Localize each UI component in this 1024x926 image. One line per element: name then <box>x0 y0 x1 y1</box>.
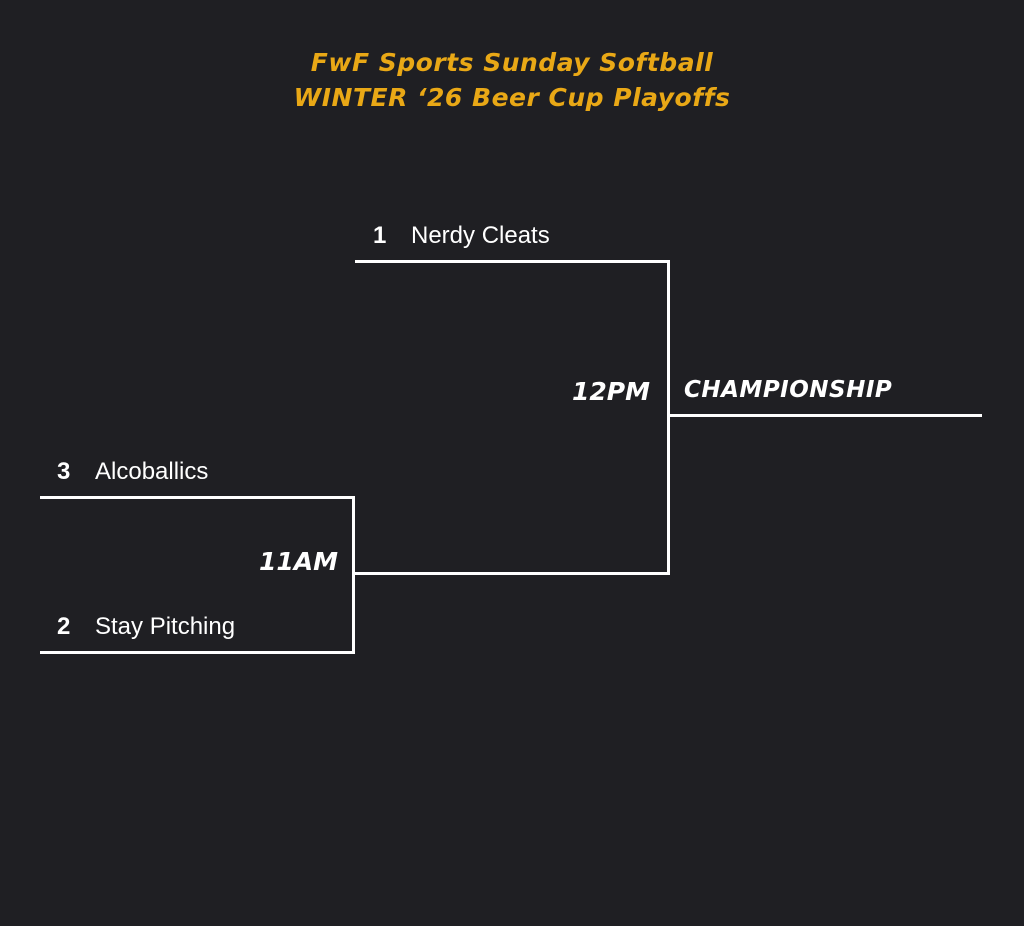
page-title-line-1: FwF Sports Sunday Softball <box>310 48 714 77</box>
semifinal-time: 11AM <box>258 547 338 576</box>
team-slot-alcoballics: 3 Alcoballics <box>57 458 208 486</box>
bracket-line <box>670 414 982 417</box>
final-time: 12PM <box>572 377 650 406</box>
team-seed: 1 <box>373 222 387 249</box>
bracket-line <box>355 260 670 263</box>
bracket-line <box>667 260 670 575</box>
bracket-line <box>352 496 355 654</box>
team-name: Stay Pitching <box>95 613 236 640</box>
bracket-line <box>40 651 355 654</box>
team-slot-stay-pitching: 2 Stay Pitching <box>57 613 235 641</box>
team-name: Alcoballics <box>95 458 209 485</box>
team-seed: 3 <box>57 458 71 485</box>
bracket-line <box>40 496 355 499</box>
championship-label: CHAMPIONSHIP <box>684 377 893 403</box>
page-title-line-2: WINTER ‘26 Beer Cup Playoffs <box>293 83 731 112</box>
team-slot-nerdy-cleats: 1 Nerdy Cleats <box>373 222 550 250</box>
team-name: Nerdy Cleats <box>411 222 550 249</box>
team-seed: 2 <box>57 613 71 640</box>
bracket-line <box>355 572 670 575</box>
